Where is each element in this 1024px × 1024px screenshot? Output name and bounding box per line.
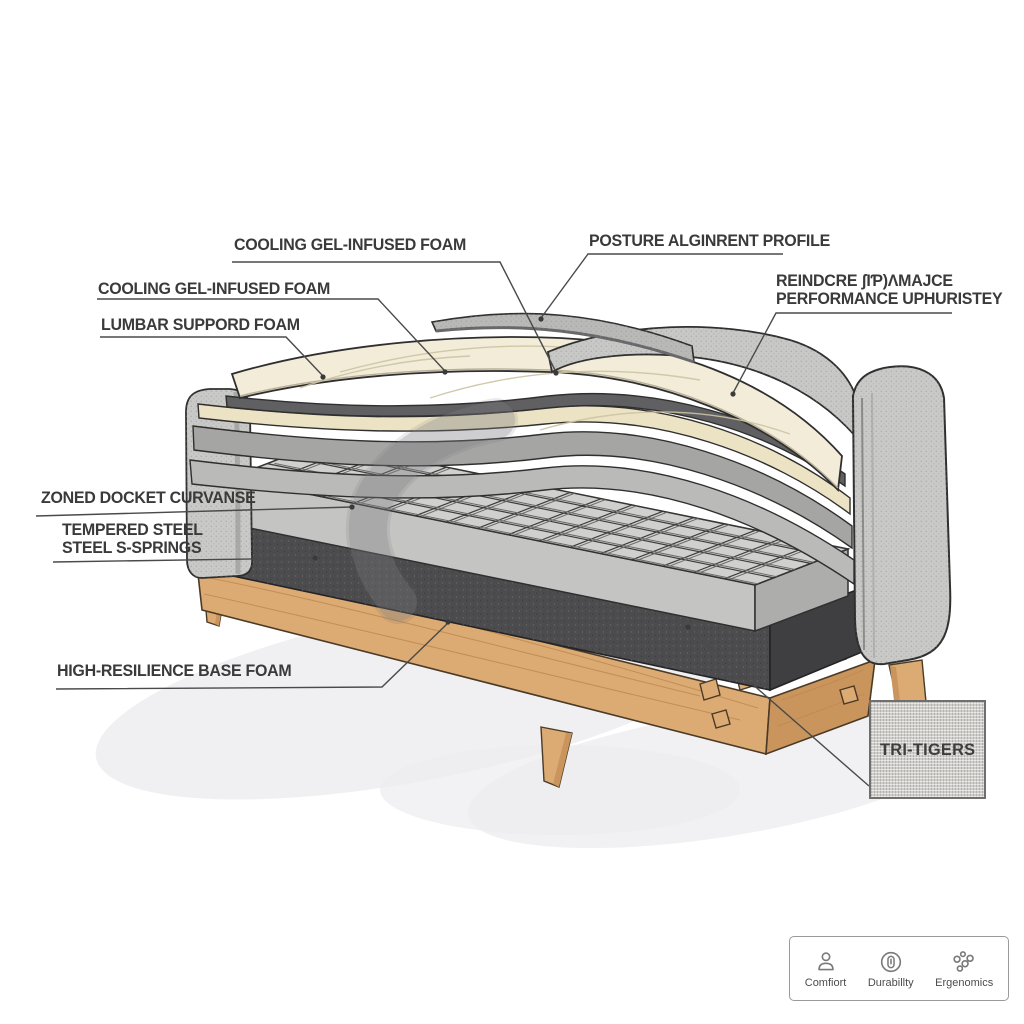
leader-base-foam <box>55 622 449 690</box>
callout-text: LUMBAR SUPPORD FOAM <box>101 315 300 334</box>
callout-text-line2: STEEL S-SPRINGS <box>62 538 202 557</box>
callout-lines <box>35 253 952 787</box>
leader-lumbar <box>100 336 324 377</box>
callout-cooling-gel-left: COOLING GEL-INFUSED FOAM <box>98 280 330 298</box>
right-arm <box>851 365 952 666</box>
fabric-swatch: TRI-TIGERS <box>869 700 986 799</box>
callout-text: POSTURE ALGINRENT PROFILE <box>589 231 830 250</box>
leader-zoned <box>35 506 353 517</box>
spring-curve-ribbon <box>345 398 518 624</box>
leader-dots <box>312 316 736 630</box>
feature-label: Comfiort <box>804 976 847 989</box>
callout-tempered-steel-springs: TEMPERED STEEL STEEL S-SPRINGS <box>62 521 203 557</box>
callout-text: COOLING GEL-INFUSED FOAM <box>234 235 467 254</box>
callout-text-line1: TEMPERED STEEL <box>62 520 203 539</box>
layer-gray-dark <box>192 425 853 550</box>
layer-quilted-cushion <box>230 336 843 492</box>
comfort-layers <box>189 393 855 586</box>
leader-cooling-top <box>232 261 557 373</box>
layer-spring-box <box>227 441 851 633</box>
feature-label: Durabillty <box>867 976 914 989</box>
callout-text-line1: REINDCRE ʃIƤ)ΛMAJCE <box>776 271 953 290</box>
leader-swatch <box>687 627 870 787</box>
callout-posture-profile: POSTURE ALGINRENT PROFILE <box>589 232 830 250</box>
leader-reinforce <box>732 312 952 394</box>
leader-posture <box>540 253 783 319</box>
leader-tempered <box>52 557 316 563</box>
feature-label: Ergenomics <box>935 976 994 989</box>
top-blade-panel <box>430 312 695 364</box>
callout-zoned-pocket: ZONED DOCKET CURVANSE <box>41 489 256 507</box>
leader-cooling-left <box>97 298 446 372</box>
layer-dark-rim <box>225 393 846 488</box>
fabric-swatch-label: TRI-TIGERS <box>879 739 976 759</box>
callout-text-line2: PERFORMANCE UPHURISTEY <box>776 289 1003 308</box>
features-panel: Comfiort Durabillty Ergenomics <box>789 936 1009 1001</box>
dots-cluster-icon <box>953 950 975 972</box>
feature-durability: Durabillty <box>868 949 914 989</box>
wood-frame <box>195 554 876 756</box>
callout-base-foam: HIGH-RESILIENCE BASE FOAM <box>57 661 292 680</box>
shield-icon <box>880 951 901 972</box>
callout-cooling-gel-top: COOLING GEL-INFUSED FOAM <box>234 236 466 254</box>
callout-text: ZONED DOCKET CURVANSE <box>41 488 256 507</box>
feature-comfort: Comfiort <box>804 949 847 989</box>
callout-lumbar-support: LUMBAR SUPPORD FOAM <box>101 316 300 334</box>
callout-performance-upholstery: REINDCRE ʃIƤ)ΛMAJCE PERFORMANCE UPHURIST… <box>776 271 1003 308</box>
callout-text: HIGH-RESILIENCE BASE FOAM <box>57 661 292 680</box>
person-icon <box>817 951 834 970</box>
callout-text: COOLING GEL-INFUSED FOAM <box>98 279 331 298</box>
feature-ergonomics: Ergenomics <box>935 949 993 989</box>
